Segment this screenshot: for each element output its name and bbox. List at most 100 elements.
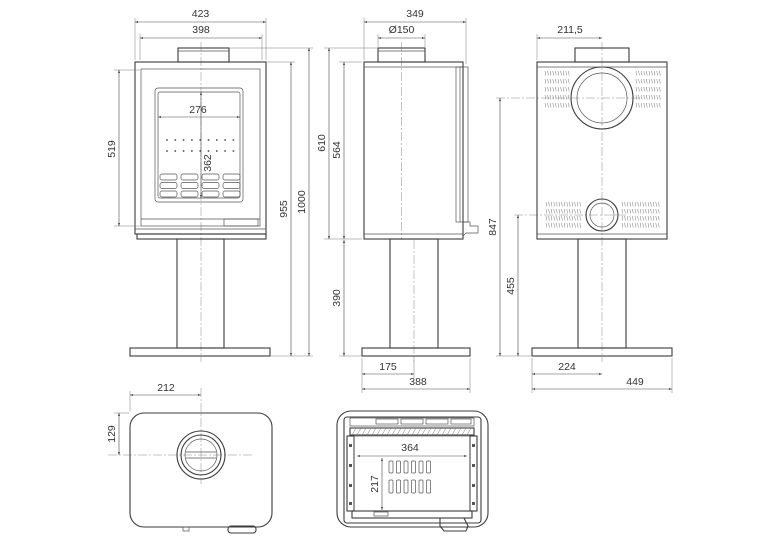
top-flue-collar-outer [176,430,226,480]
grate-bar [159,173,178,181]
grate-bar [222,182,241,189]
vent-slat [549,94,552,100]
vent-slat [563,215,566,221]
vent-slat [571,215,574,221]
air-hole [174,150,177,152]
vent-slat [638,102,640,108]
side-body-outline [363,61,464,240]
vent-slat [639,201,642,207]
vent-slat [642,215,644,221]
section-ash-pan-tab [373,511,389,517]
baffle-hatch-line [436,427,442,436]
vent-slat [553,208,555,214]
vent-slat [655,201,657,207]
vent-slat [626,201,629,207]
vent-slat [655,208,657,214]
vent-slat [555,86,557,92]
vent-slat [621,201,624,207]
baffle-hatch-line [456,427,462,436]
vent-slat [639,215,642,221]
vent-slat [650,222,652,228]
rear-vents-top-left [544,70,570,108]
baffle-hatch-line [401,427,407,436]
air-hole [191,150,193,152]
vent-slat [548,215,550,221]
vent-slat [565,78,567,84]
rear-inlet-height-label: 455 [505,277,517,295]
vent-slat [545,222,548,228]
vent-slat [638,78,640,84]
vent-slat [621,215,624,221]
baffle-hatch-line [366,427,372,436]
baffle-hatch-line [421,427,427,436]
vent-slat [569,201,571,207]
section-firebox-height-label: 217 [369,475,381,493]
grate-slot [418,460,424,474]
vent-slat [566,208,568,214]
vent-slat [638,86,640,92]
vent-slat [647,215,650,221]
vent-slat [550,208,553,214]
vent-slat [561,208,563,214]
vent-slat [544,70,547,76]
vent-slat [624,201,626,207]
vent-slat [556,201,558,207]
vent-slat [547,78,549,84]
vent-slat [549,102,552,108]
vent-slat [651,70,653,76]
vent-slat [629,222,631,228]
rear-air-inlet-outer [585,198,619,232]
vent-slat [548,222,550,228]
baffle-hatch-line [451,427,457,436]
vent-slat [579,215,581,221]
rear-flue-offset-label: 211,5 [557,24,583,36]
rear-air-inlet-inner [589,202,615,228]
vent-slat [562,102,565,108]
vent-slat [645,222,647,228]
top-view: 212 129 [106,382,273,534]
rear-view: 211,5 847 455 224 449 [487,24,673,393]
vent-slat [629,215,631,221]
vent-slat [547,94,549,100]
baffle-hatch-line [416,427,422,436]
vent-slat [653,70,656,76]
vent-slat [646,86,648,92]
section-top-segment [450,418,472,425]
section-wall-clips [349,444,475,505]
grate-bar [180,190,199,198]
vent-slat [656,70,658,76]
vent-slat [626,208,629,214]
wall-clip [472,484,475,487]
section-right-wall [469,435,478,512]
vent-slat [640,86,643,92]
rear-pedestal-offset-label: 224 [558,361,576,373]
section-top-strip [349,417,475,427]
air-hole [174,139,177,141]
section-grate [388,460,431,494]
grate-slot [388,460,394,474]
top-flue-collar-ring [180,434,222,476]
vent-slat [569,215,571,221]
front-door-frame [140,68,261,227]
front-glass-window [154,87,244,203]
wall-clip [472,502,475,505]
section-body-outline [336,410,489,528]
side-floor-plate [361,347,471,357]
vent-slat [555,94,557,100]
vent-slat [642,208,644,214]
section-baffle-hatch [351,427,472,436]
grate-bar [180,182,199,189]
air-hole [166,139,168,141]
vent-slat [555,78,557,84]
vent-slat [653,102,656,108]
wall-clip [349,444,352,447]
vent-slat [552,86,554,92]
grate-slot [426,479,431,494]
section-top-segment [375,418,399,425]
grate-bar [222,190,241,198]
vent-slat [544,94,547,100]
vent-slat [545,208,548,214]
vent-slat [548,208,550,214]
air-hole [232,150,235,152]
